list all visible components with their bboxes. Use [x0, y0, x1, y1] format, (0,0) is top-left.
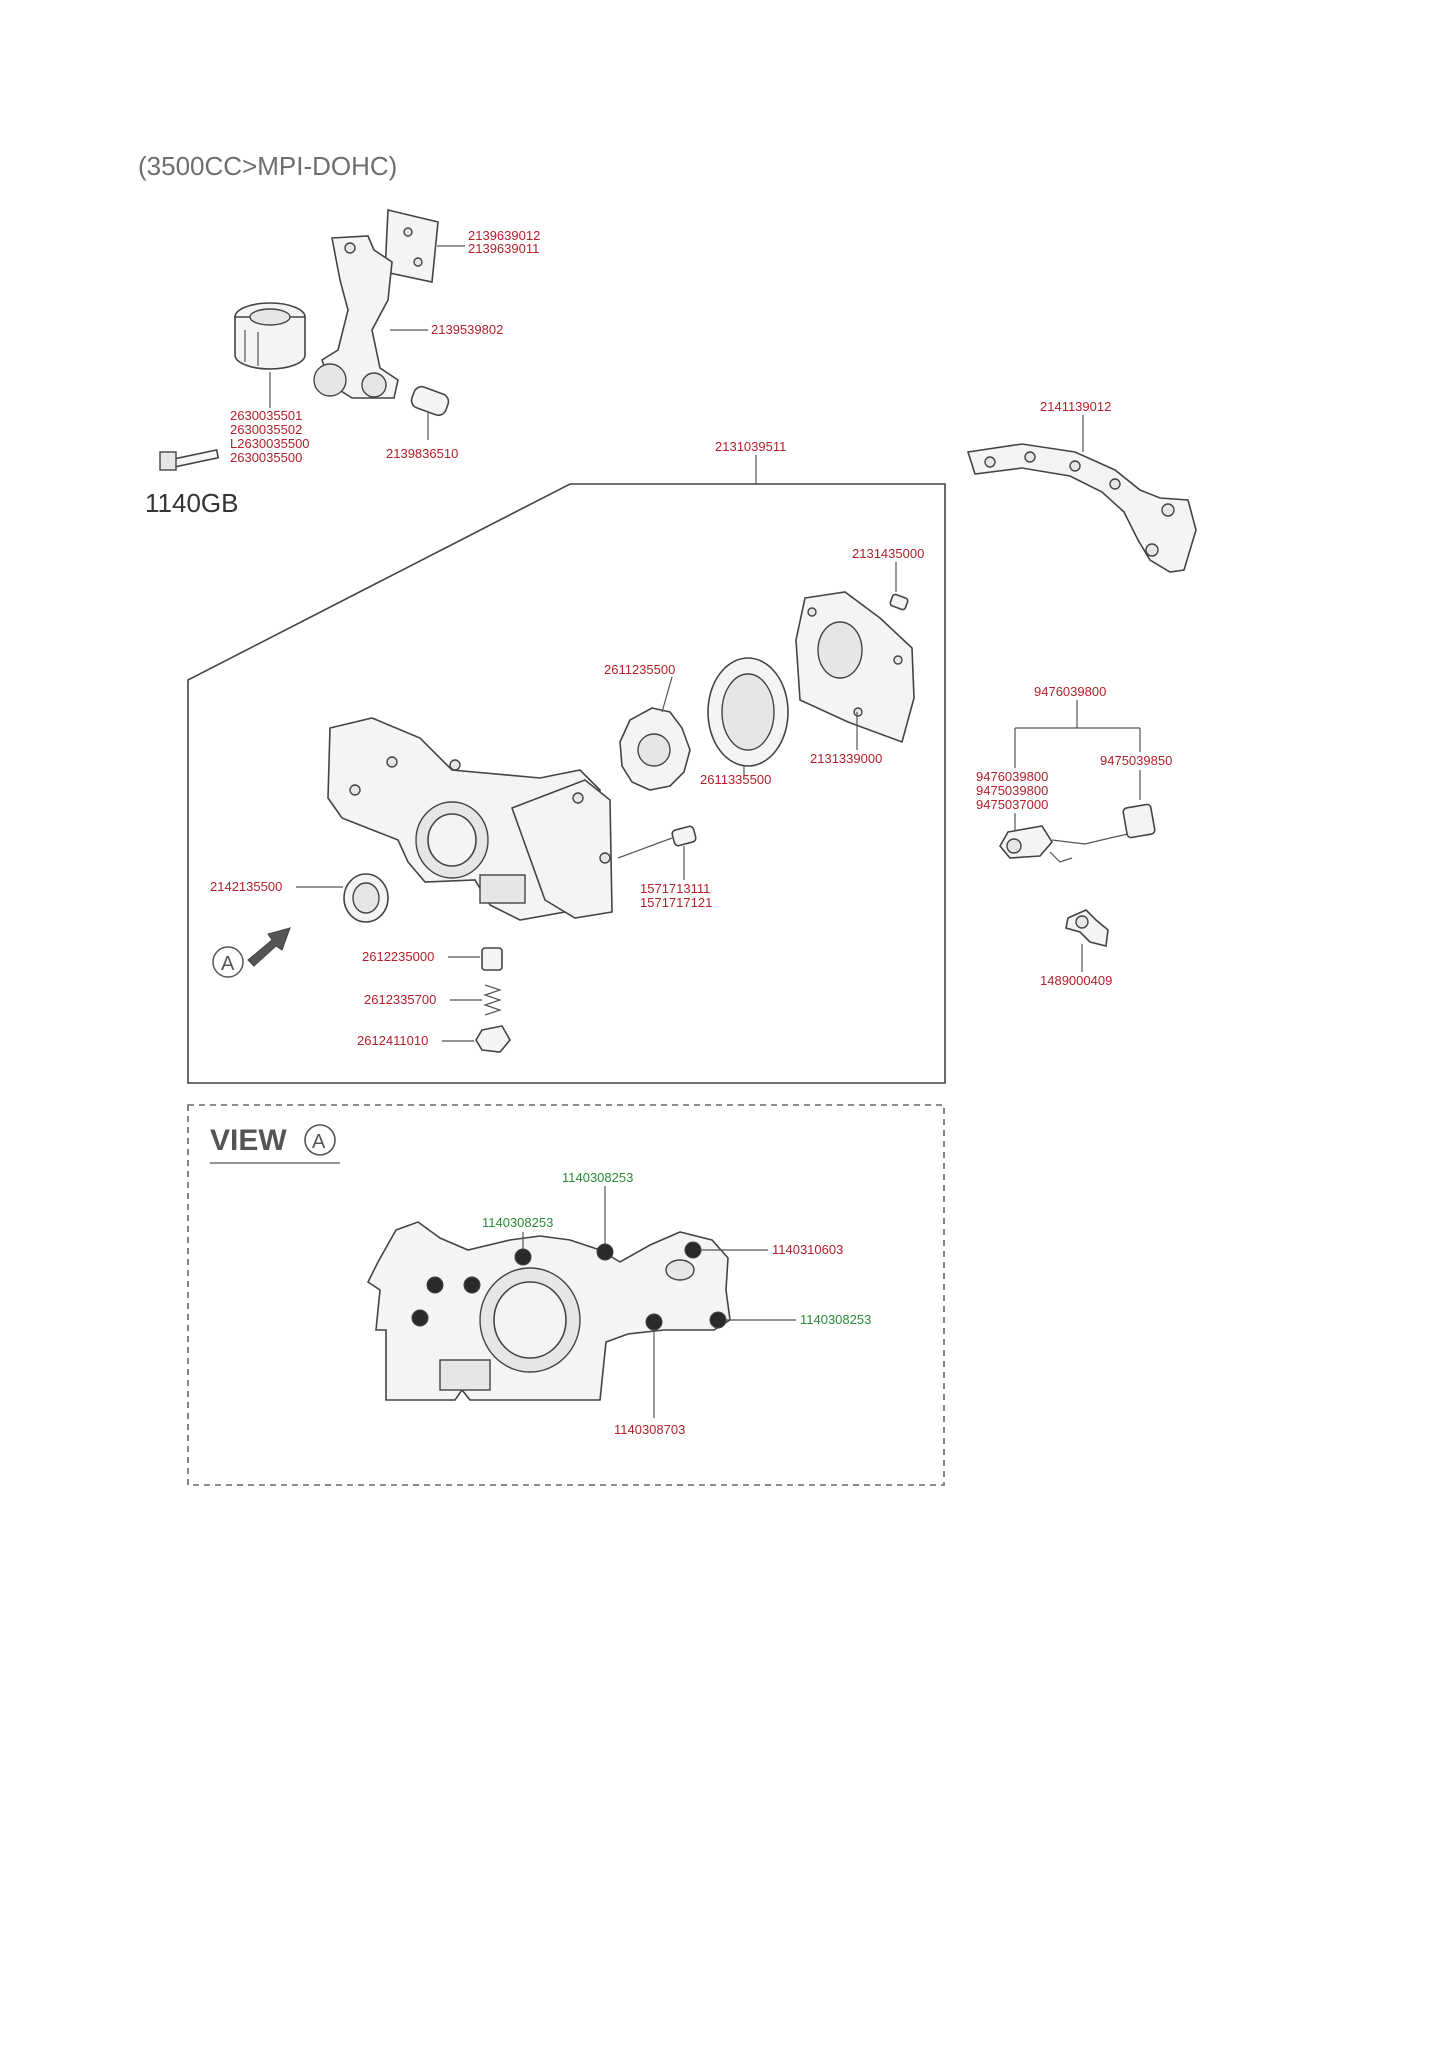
bolt-number-label: 1140310603 — [772, 1242, 843, 1257]
view-letter: A — [312, 1131, 326, 1153]
bolt-number-label: 1140308253 — [482, 1215, 553, 1230]
bolt-hole — [426, 1276, 444, 1294]
part-number-label: 1571717121 — [640, 895, 712, 910]
part-number-label: 2612335700 — [364, 992, 436, 1007]
view-a-callout-letter: A — [221, 953, 235, 975]
relief-spring — [483, 984, 502, 1016]
flange-bolt — [159, 448, 220, 471]
part-number-label: 9476039800 — [1034, 684, 1106, 699]
filter-bracket-gasket — [384, 208, 439, 283]
oil-filter — [234, 302, 306, 370]
part-number-label: 2141139012 — [1040, 399, 1111, 414]
part-number-label: 2612411010 — [357, 1033, 428, 1048]
part-number-label: 2630035500 — [230, 450, 302, 465]
pump-rear-view — [366, 1221, 731, 1401]
relief-plug — [475, 1025, 511, 1053]
part-number-label: 2139836510 — [386, 446, 458, 461]
bolt-number-label: 1140308253 — [562, 1170, 633, 1185]
bolt-hole — [411, 1309, 429, 1327]
part-number-label: 9475039850 — [1100, 753, 1172, 768]
bolt-hole — [463, 1276, 481, 1294]
part-number-label: 2630035501 — [230, 408, 302, 423]
small-plug — [671, 825, 697, 847]
inner-rotor — [619, 707, 691, 791]
view-letter-circle — [304, 1124, 336, 1156]
sensor-connector — [1122, 803, 1156, 839]
bolt-hole — [596, 1243, 614, 1261]
side-gasket — [966, 443, 1197, 573]
part-number-label: 2611335500 — [700, 772, 771, 787]
view-title: VIEW — [210, 1124, 287, 1157]
bolt-hole — [645, 1313, 663, 1331]
bolt-hole — [709, 1311, 727, 1329]
pump-assembly-frame — [187, 483, 946, 1084]
part-number-label: L2630035500 — [230, 436, 310, 451]
part-number-label: 2139539802 — [431, 322, 503, 337]
outer-rotor — [707, 657, 789, 767]
part-number-label: 9475037000 — [976, 797, 1048, 812]
part-number-label: 1571713111 — [640, 881, 710, 896]
part-number-label: 2612235000 — [362, 949, 434, 964]
part-number-label: 2131435000 — [852, 546, 924, 561]
part-number-label: 1489000409 — [1040, 973, 1112, 988]
bolt-number-label: 1140308703 — [614, 1422, 685, 1437]
wire-clamp — [1065, 909, 1109, 947]
oil-pressure-sensor — [999, 825, 1129, 863]
cover-screw — [889, 593, 909, 611]
part-number-label: 2131039511 — [715, 439, 786, 454]
part-number-label: 2630035502 — [230, 422, 302, 437]
oil-pump-body — [327, 717, 613, 921]
part-number-label: 9475039800 — [976, 783, 1048, 798]
view-a-callout: A — [212, 927, 291, 978]
oil-filter-bracket — [313, 235, 399, 399]
part-number-label: 2139639012 — [468, 228, 540, 243]
part-number-label: 2139639011 — [468, 241, 539, 256]
bolt-code-label: 1140GB — [145, 488, 238, 518]
part-number-label: 9476039800 — [976, 769, 1048, 784]
part-number-label: 2131339000 — [810, 751, 882, 766]
bolt-hole — [684, 1241, 702, 1259]
plug-part — [410, 385, 450, 417]
pump-cover — [795, 591, 915, 744]
diagram-title: (3500CC>MPI-DOHC) — [138, 151, 397, 181]
part-number-label: 2142135500 — [210, 879, 282, 894]
relief-plunger — [481, 947, 503, 971]
view-a-panel — [187, 1104, 945, 1486]
oil-seal — [343, 873, 389, 923]
bolt-hole — [514, 1248, 532, 1266]
bolt-number-label: 1140308253 — [800, 1312, 871, 1327]
part-number-label: 2611235500 — [604, 662, 675, 677]
